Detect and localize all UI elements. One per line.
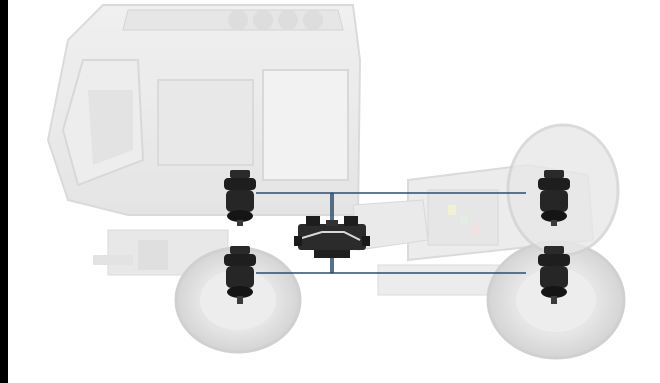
rear-right-top-cylinder-icon (538, 170, 570, 226)
tractor-illustration (8, 0, 660, 383)
product-illustration-frame (8, 0, 660, 383)
front-left-top-cylinder-icon (224, 170, 256, 226)
